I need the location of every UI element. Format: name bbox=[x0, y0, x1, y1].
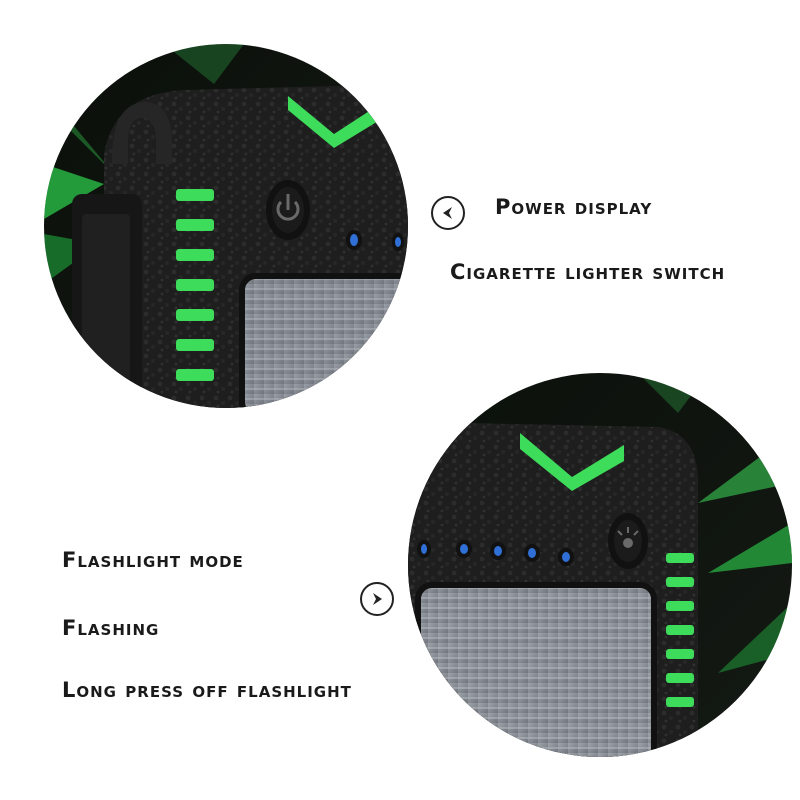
label-flashlight-mode: Flashlight mode bbox=[62, 548, 244, 572]
led-indicator-row bbox=[417, 540, 574, 566]
label-long-press-off-flashlight: Long press off flashlight bbox=[62, 678, 352, 702]
label-cigarette-lighter-switch: Cigarette lighter switch bbox=[450, 260, 726, 284]
green-grip-ribs bbox=[176, 189, 214, 381]
green-chevron-accent bbox=[288, 96, 380, 148]
solar-panel bbox=[415, 582, 657, 757]
label-power-display: Power display bbox=[495, 195, 653, 219]
power-button bbox=[266, 180, 310, 240]
power-bank-closeup-top bbox=[44, 44, 408, 408]
green-grip-ribs bbox=[666, 553, 694, 707]
arrow-left-icon bbox=[431, 196, 465, 230]
green-chevron-accent bbox=[520, 433, 624, 491]
flashlight-button bbox=[608, 513, 648, 569]
green-light-streak bbox=[708, 523, 792, 573]
solar-panel bbox=[239, 273, 408, 408]
carabiner-loop bbox=[112, 102, 172, 164]
green-light-streak bbox=[164, 44, 244, 84]
power-bank-bottom-illustration bbox=[408, 373, 792, 757]
power-bank-top-illustration bbox=[44, 44, 408, 408]
label-flashing: Flashing bbox=[62, 616, 160, 640]
power-bank-closeup-bottom bbox=[408, 373, 792, 757]
green-light-streak bbox=[44, 164, 104, 219]
arrow-right-icon bbox=[360, 582, 394, 616]
